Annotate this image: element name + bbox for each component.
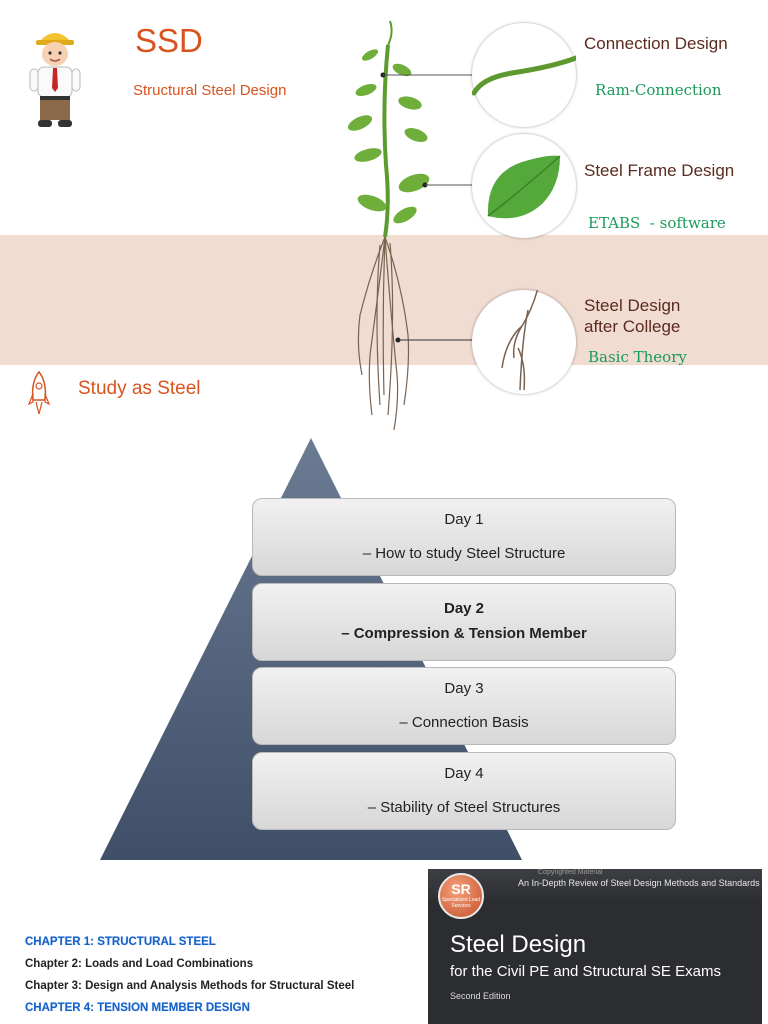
book-tagline: An In-Depth Review of Steel Design Metho… <box>518 878 760 888</box>
chapter-4-link[interactable]: CHAPTER 4: TENSION MEMBER DESIGN <box>25 1002 250 1014</box>
connector-lines <box>380 72 474 343</box>
seal-text: SR <box>451 881 471 897</box>
publisher-seal-icon: SR Specialized Load Services <box>438 873 484 919</box>
leaf-icon <box>487 155 561 219</box>
page-subtitle: Structural Steel Design <box>133 82 287 99</box>
day1-topic: – How to study Steel Structure <box>362 545 566 562</box>
etabs-label: ETABS - software <box>588 214 726 232</box>
ram-connection-label: Ram-Connection <box>595 81 722 99</box>
day2-topic: – Compression & Tension Member <box>341 625 587 642</box>
roots-circle <box>472 287 576 394</box>
book-cover: Copyrighted Material An In-Depth Review … <box>428 869 762 1024</box>
book-caption: Copyrighted Material <box>538 869 603 876</box>
connection-design-label: Connection Design <box>584 34 728 53</box>
chapter-2-text: Chapter 2: Loads and Load Combinations <box>25 958 254 970</box>
day2-step: Day 2 – Compression & Tension Member <box>252 583 676 661</box>
steel-frame-design-label: Steel Frame Design <box>584 161 735 180</box>
page-title: SSD <box>135 22 203 59</box>
book-edition: Second Edition <box>450 991 511 1001</box>
steel-design-label-line2: after College <box>584 317 681 336</box>
stem-icon <box>471 55 579 96</box>
day3-step: Day 3 – Connection Basis <box>252 667 676 745</box>
book-subtitle: for the Civil PE and Structural SE Exams <box>450 963 721 980</box>
chapter-3-text: Chapter 3: Design and Analysis Methods f… <box>25 980 355 992</box>
day4-topic: – Stability of Steel Structures <box>367 799 561 816</box>
chapter-1-link[interactable]: CHAPTER 1: STRUCTURAL STEEL <box>25 936 216 948</box>
day2-label: Day 2 <box>443 600 485 617</box>
engineer-mascot-icon <box>29 33 81 127</box>
frame-circle <box>472 134 576 238</box>
day4-label: Day 4 <box>444 765 484 782</box>
day1-label: Day 1 <box>444 511 484 528</box>
day3-topic: – Connection Basis <box>399 714 529 731</box>
plant-illustration <box>347 20 430 431</box>
seal-subtext: Specialized Load Services <box>441 897 481 909</box>
steel-design-label-line1: Steel Design <box>584 296 681 315</box>
day3-label: Day 3 <box>444 680 484 697</box>
book-title: Steel Design <box>450 931 587 958</box>
day4-step: Day 4 – Stability of Steel Structures <box>252 752 676 830</box>
day1-step: Day 1 – How to study Steel Structure <box>252 498 676 576</box>
connection-circle <box>471 23 579 127</box>
study-as-steel-label: Study as Steel <box>78 378 201 399</box>
basic-theory-label: Basic Theory <box>588 348 687 366</box>
rocket-icon <box>28 370 50 415</box>
root-icon <box>501 287 539 391</box>
